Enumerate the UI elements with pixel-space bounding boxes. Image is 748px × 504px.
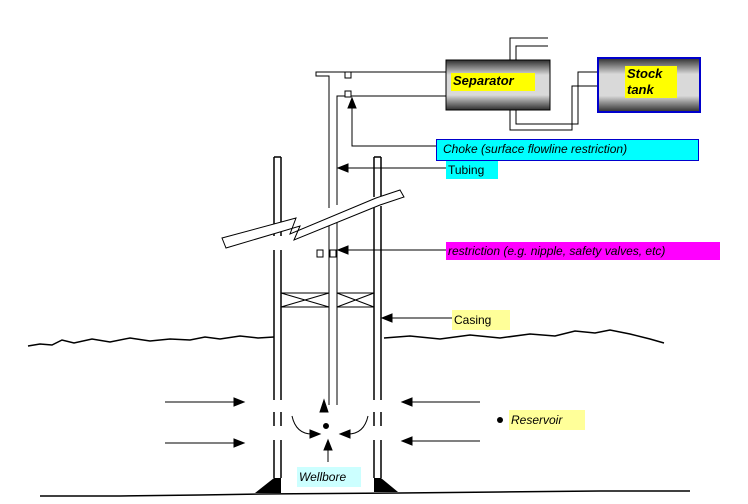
casing-label: Casing [452,310,510,330]
choke-label: Choke (surface flowline restriction) [436,139,699,161]
reservoir-label: Reservoir [509,410,585,430]
ground-surface-line-right [383,329,665,344]
choke-marker [344,90,352,98]
tubing-label: Tubing [446,161,498,179]
label-arrows [336,96,452,323]
restriction-label: restriction (e.g. nipple, safety valves,… [446,242,720,260]
stock-tank-label: Stock tank [625,66,677,98]
packer-left [280,292,330,308]
flowlines [315,37,598,170]
casing [273,156,382,478]
cement-left [255,478,281,493]
wellbore-flow [291,398,369,462]
packer-right [336,292,375,308]
reservoir-dot [497,417,503,423]
wellbore-label: Wellbore [297,467,361,487]
break-lines [221,189,405,249]
inflow-arrows [165,397,480,448]
restriction-marker [329,249,337,258]
separator-label: Separator [451,73,535,91]
ground-surface-line [27,335,275,347]
bottom-line [40,490,690,497]
tubing [328,170,338,405]
choke-marker [344,71,352,79]
cement-right [374,478,398,492]
restriction-marker [316,249,324,258]
